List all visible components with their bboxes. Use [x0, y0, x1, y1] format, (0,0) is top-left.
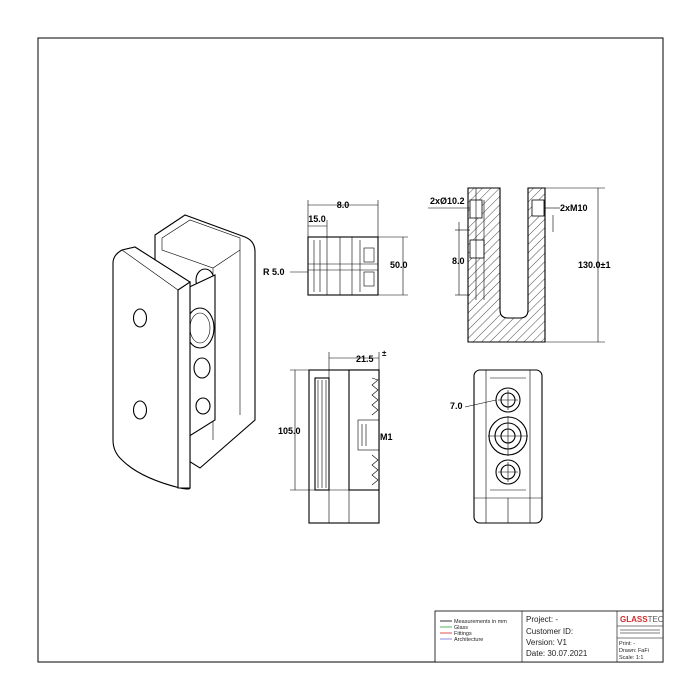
date-label: Date: 30.07.2021 — [526, 649, 588, 658]
side-view — [290, 352, 380, 524]
brand-logo: GLASSTEC — [620, 615, 664, 624]
dim-front-inner: 15.0 — [308, 214, 326, 224]
section-view — [428, 187, 605, 343]
dim-section-thread: 2xM10 — [560, 203, 588, 213]
dim-front-radius: R 5.0 — [263, 267, 285, 277]
dim-back-offset: 7.0 — [450, 401, 463, 411]
isometric-view — [112, 214, 256, 490]
front-view — [290, 200, 408, 296]
scale-label: Scale: 1:1 — [619, 655, 643, 661]
legend-glass: Glass — [454, 625, 468, 631]
dim-side-thread: M1 — [380, 432, 393, 442]
dim-front-width: 8.0 — [337, 200, 350, 210]
project-label: Project: - — [526, 615, 558, 624]
drawn-label: Drawn: FaFi — [619, 648, 649, 654]
dim-side-height: 105.0 — [278, 426, 301, 436]
dim-section-height: 130.0±1 — [578, 260, 610, 270]
legend-fittings: Fittings — [454, 631, 472, 637]
legend-architecture: Architecture — [454, 637, 483, 643]
dim-section-hole: 2xØ10.2 — [430, 196, 465, 206]
back-view — [464, 369, 543, 524]
dim-side-width: 21.5 — [356, 354, 374, 364]
title-block: Measurements in mm Glass Fittings Archit… — [434, 610, 664, 663]
legend-measurements: Measurements in mm — [454, 619, 507, 625]
dim-front-height: 50.0 — [390, 260, 408, 270]
customer-id-label: Customer ID: — [526, 627, 573, 636]
print-label: Print: - — [619, 641, 635, 647]
version-label: Version: V1 — [526, 638, 567, 647]
dim-side-width-tolerance: ± — [382, 349, 387, 358]
dim-section-depth: 8.0 — [452, 256, 465, 266]
drawing-border — [37, 37, 664, 663]
